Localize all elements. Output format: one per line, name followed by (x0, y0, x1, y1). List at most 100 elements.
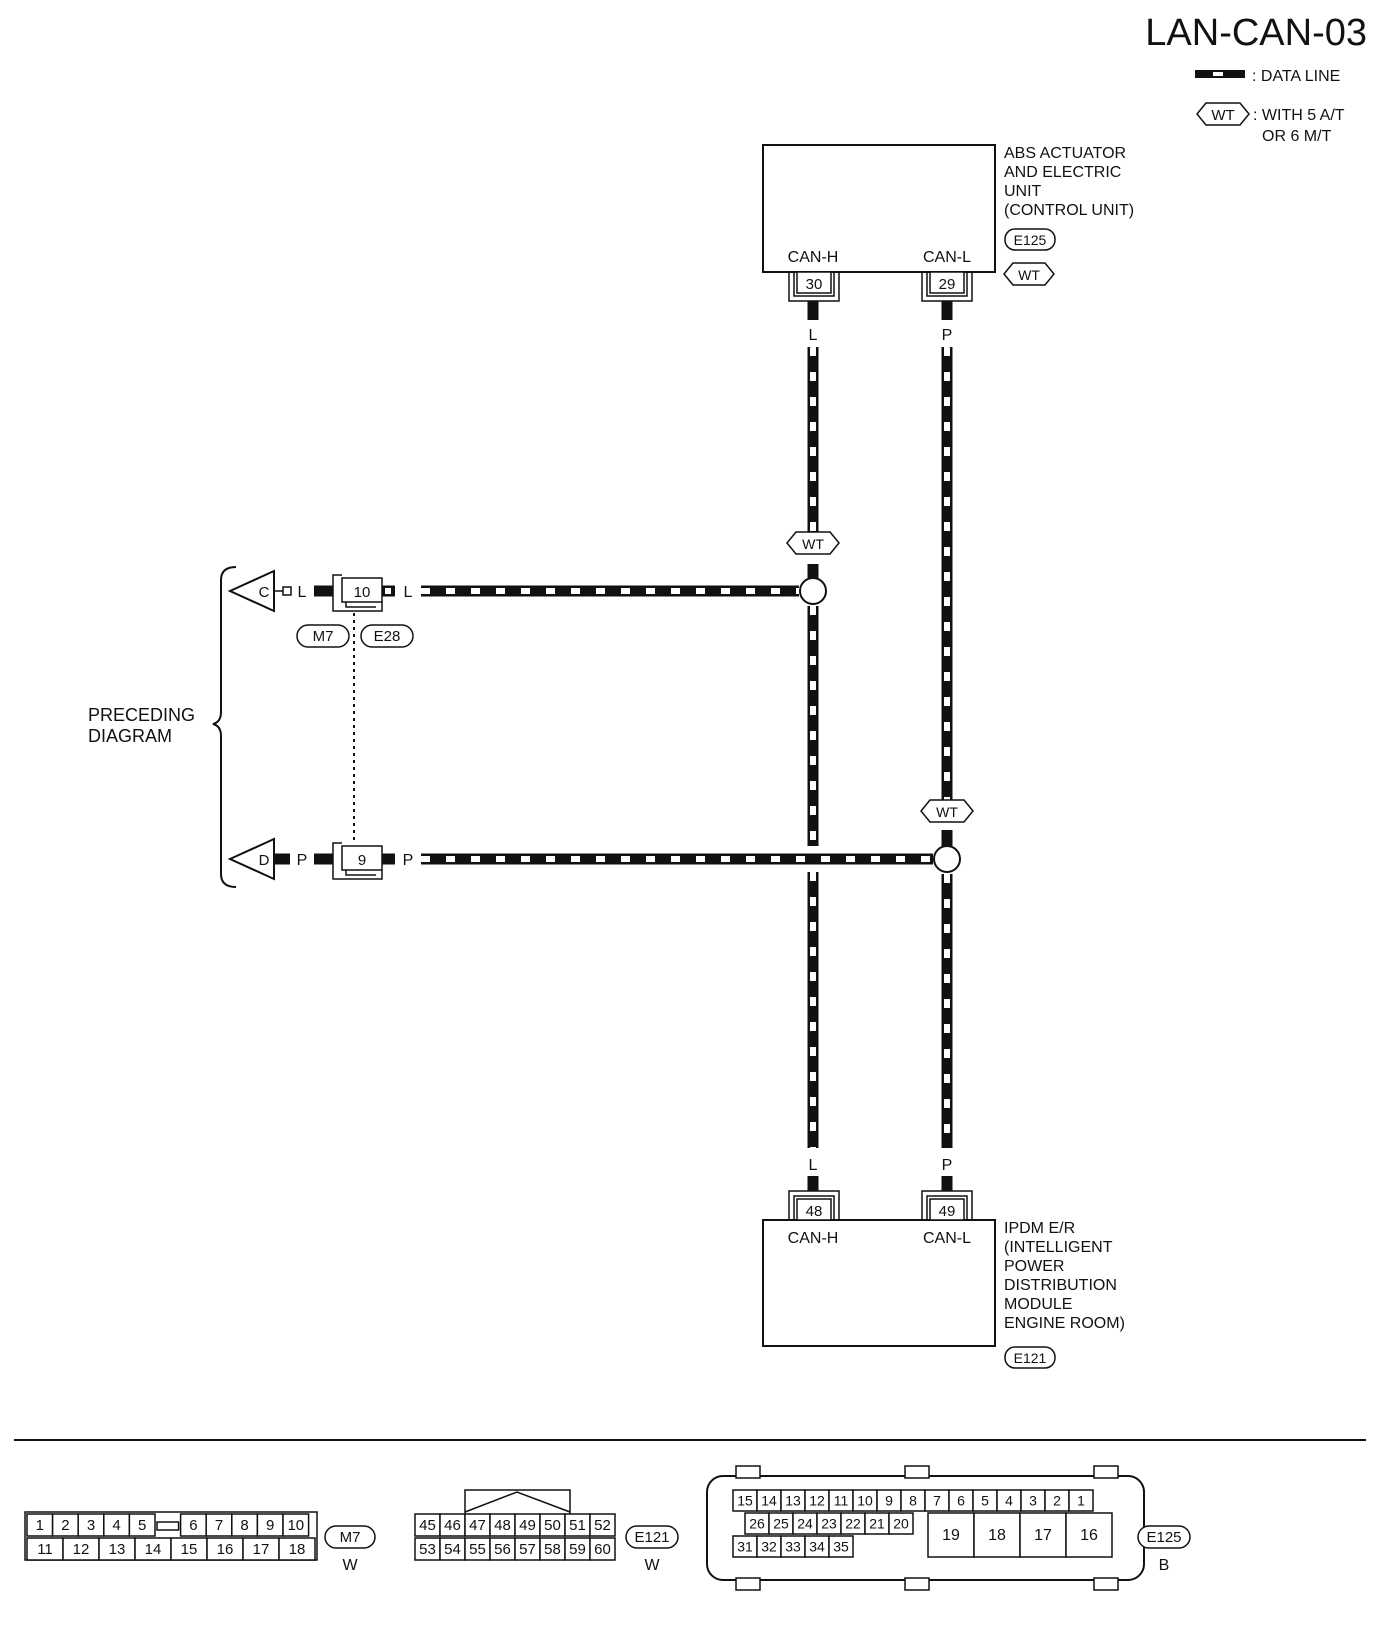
e121-hood (464, 1489, 571, 1514)
e125-pin-26-label: 26 (749, 1516, 765, 1532)
svg-text:E121: E121 (1014, 1350, 1047, 1366)
ipdm-name-line-1: IPDM E/R (1004, 1220, 1075, 1237)
e125-pin-34-label: 34 (809, 1539, 825, 1555)
can-h-junction-option-badge: WT (786, 531, 840, 555)
e125-pin-19 (927, 1512, 975, 1558)
e125-pin-33-label: 33 (785, 1539, 801, 1555)
e125-pin-25-label: 25 (773, 1516, 789, 1532)
e121-pin-57-label: 57 (519, 1541, 536, 1558)
legend-option-text-1: : WITH 5 A/T (1253, 107, 1345, 124)
m7-pin-11-label: 11 (37, 1541, 53, 1558)
horizontal-can-h-wire (381, 585, 799, 597)
abs-name-line-1: ABS ACTUATOR (1004, 145, 1126, 162)
ipdm-name-line-5: MODULE (1004, 1296, 1072, 1313)
preceding-d-right-wire-color: P (403, 852, 414, 869)
arrow-d: D (227, 837, 275, 881)
abs-actuator-unit: CAN-H CAN-L ABS ACTUATOR AND ELECTRIC UN… (762, 144, 1134, 286)
svg-text:49: 49 (939, 1203, 956, 1220)
e125-pin-32-label: 32 (761, 1539, 777, 1555)
m7-pin-10 (282, 1513, 310, 1537)
junction-pin-9: 9 (332, 842, 383, 880)
e121-pin-46-label: 46 (444, 1517, 461, 1534)
abs-name-line-2: AND ELECTRIC (1004, 164, 1121, 181)
svg-text:10: 10 (354, 584, 371, 601)
e125-pin-2-label: 2 (1053, 1493, 1061, 1509)
m7-key-slot (156, 1521, 180, 1531)
e125-pin-20 (888, 1512, 914, 1535)
e121-pin-49-label: 49 (519, 1517, 536, 1534)
e125-pin-16-label: 16 (1080, 1527, 1098, 1544)
e125-pin-3-label: 3 (1029, 1493, 1037, 1509)
abs-name-line-3: UNIT (1004, 183, 1042, 200)
preceding-bracket (212, 566, 237, 888)
abs-can-l-label: CAN-L (923, 249, 971, 266)
svg-text:C: C (259, 584, 270, 601)
m7-pin-5 (128, 1513, 156, 1537)
e125-pin-24-label: 24 (797, 1516, 813, 1532)
preceding-d-left-wire-color: P (297, 852, 308, 869)
arrow-c: C (227, 569, 275, 613)
svg-text:E125: E125 (1146, 1529, 1181, 1546)
svg-text:E121: E121 (634, 1529, 669, 1546)
ipdm-connector-badge: E121 (1004, 1346, 1056, 1369)
connector-m7-badge: M7 (296, 624, 350, 648)
e125-pin-8-label: 8 (909, 1493, 917, 1509)
svg-text:M7: M7 (340, 1529, 361, 1546)
abs-can-h-label: CAN-H (788, 249, 839, 266)
e121-pin-51-label: 51 (569, 1517, 586, 1534)
svg-text:WT: WT (936, 804, 958, 820)
e125-face-id-badge: E125 (1137, 1525, 1191, 1549)
abs-pin-29: 29 (921, 271, 973, 302)
legend-option-text-2: OR 6 M/T (1262, 128, 1332, 145)
e121-pin-60-label: 60 (594, 1541, 611, 1558)
e125-pin-17 (1019, 1512, 1067, 1558)
legend: : DATA LINE WT : WITH 5 A/T OR 6 M/T (1195, 68, 1345, 145)
e121-pin-56-label: 56 (494, 1541, 511, 1558)
svg-text:48: 48 (806, 1203, 823, 1220)
preceding-label-line-1: PRECEDING (88, 705, 195, 725)
e125-pin-20-label: 20 (893, 1516, 909, 1532)
e125-lock-tab-3 (1093, 1465, 1119, 1479)
m7-pin-14-label: 14 (145, 1541, 162, 1558)
e125-pin-5-label: 5 (981, 1493, 989, 1509)
e125-pin-15-label: 15 (737, 1493, 753, 1509)
can-l-junction (933, 845, 961, 873)
data-line-legend-icon (1195, 70, 1245, 78)
m7-pin-13-label: 13 (109, 1541, 126, 1558)
svg-text:WT: WT (1211, 107, 1234, 124)
m7-pin-16-label: 16 (217, 1541, 234, 1558)
m7-pin-6-label: 6 (189, 1517, 197, 1534)
e125-lock-tab-2 (904, 1465, 930, 1479)
m7-pin-2-label: 2 (61, 1517, 69, 1534)
ipdm-name-line-6: ENGINE ROOM) (1004, 1315, 1125, 1332)
m7-pin-5-label: 5 (138, 1517, 146, 1534)
e125-pin-23-label: 23 (821, 1516, 837, 1532)
ipdm-unit: CAN-H CAN-L IPDM E/R (INTELLIGENT POWER … (762, 1219, 1125, 1369)
e121-face-id-badge: E121 (625, 1525, 679, 1549)
e121-hood-roof (464, 1491, 571, 1513)
can-h-junction (799, 577, 827, 605)
can-l-bottom-wire-color: P (942, 1157, 953, 1174)
e125-pin-19-label: 19 (942, 1527, 960, 1544)
e125-face-color: B (1159, 1557, 1170, 1574)
e125-pin-9-label: 9 (885, 1493, 893, 1509)
svg-text:M7: M7 (313, 628, 334, 645)
e121-pin-58-label: 58 (544, 1541, 561, 1558)
e125-pin-22-label: 22 (845, 1516, 861, 1532)
e121-pin-55-label: 55 (469, 1541, 486, 1558)
abs-connector-badge: E125 (1004, 228, 1056, 251)
e125-pin-21-label: 21 (869, 1516, 885, 1532)
e121-pin-59-label: 59 (569, 1541, 586, 1558)
m7-pin-12-label: 12 (73, 1541, 90, 1558)
e125-lock-tab-1 (735, 1465, 761, 1479)
abs-option-badge: WT (1003, 262, 1055, 286)
e125-pin-35-label: 35 (833, 1539, 849, 1555)
e125-pin-11-label: 11 (834, 1493, 849, 1509)
can-l-top-wire-color: P (942, 327, 953, 344)
svg-text:29: 29 (939, 276, 956, 293)
e125-pin-14-label: 14 (761, 1493, 777, 1509)
m7-face-color: W (342, 1557, 358, 1574)
